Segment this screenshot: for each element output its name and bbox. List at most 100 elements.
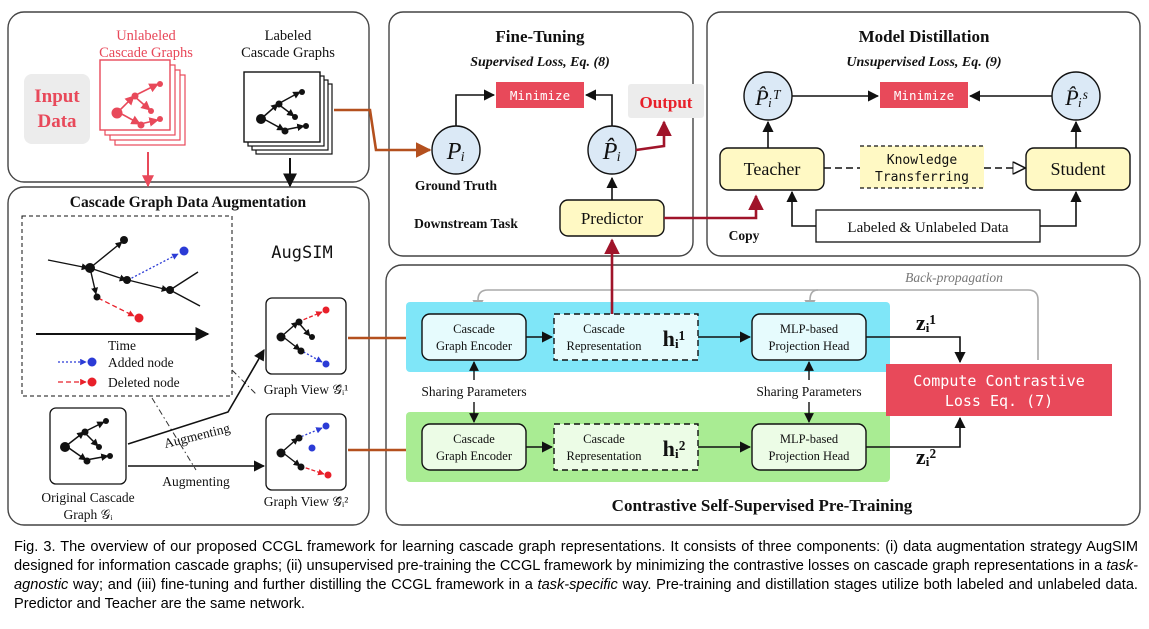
h2-symbol: hᵢ² (663, 436, 686, 461)
supervised-loss-label: Supervised Loss, Eq. (8) (470, 55, 610, 70)
unlabeled-graph-stack (99, 59, 186, 146)
teacher-output-symbol: P̂ᵢᵀ (754, 85, 781, 110)
labeled-unlabeled-data-label: Labeled & Unlabeled Data (847, 220, 1009, 236)
proj-2-to-loss-arrow (866, 416, 966, 448)
representation-2-box (553, 423, 699, 471)
predictor-to-teacher-arrow (664, 194, 764, 220)
caption-part-3: way. Pre-training and distillation stage… (14, 577, 1138, 612)
augmentation-title: Cascade Graph Data Augmentation (70, 194, 307, 211)
unlabeled-label-2: Cascade Graphs (99, 45, 193, 61)
pretraining-title: Contrastive Self-Supervised Pre-Training (612, 496, 913, 515)
augsim-label: AugSIM (271, 243, 332, 263)
guide-line-2 (151, 397, 197, 471)
distillation-panel (706, 11, 1141, 257)
pretraining-panel (385, 264, 1141, 526)
added-node-label: Added node (108, 355, 174, 370)
fine-tuning-panel (388, 11, 694, 257)
graph-view-1-label: Graph View 𝒢̂ᵢ¹ (264, 382, 349, 397)
z2-symbol: zᵢ² (916, 444, 937, 469)
caption-italic-2: task-specific (537, 577, 618, 593)
projection-1-box (751, 313, 867, 361)
prediction-to-minimize-arrow (584, 89, 613, 126)
original-graph-label-1: Original Cascade (41, 490, 134, 505)
labeled-label-1: Labeled (265, 28, 312, 44)
augmenting-label-1: Augmenting (162, 420, 231, 451)
downstream-task-label: Downstream Task (414, 216, 518, 231)
augmentation-panel (7, 186, 370, 526)
predictor-label: Predictor (581, 209, 644, 228)
labels-to-ground-truth-arrow (334, 108, 432, 158)
contrastive-loss-box (886, 364, 1112, 416)
projection-2-label-2: Projection Head (769, 449, 851, 463)
augsim-legend-box (21, 215, 233, 397)
output-box (628, 84, 704, 118)
back-propagation-label: Back-propagation (905, 270, 1003, 285)
deleted-node-label: Deleted node (108, 375, 180, 390)
knowledge-label: Knowledge (887, 153, 958, 168)
caption-part-2: way; and (iii) fine-tuning and further d… (68, 577, 538, 593)
labeled-label-2: Cascade Graphs (241, 45, 335, 61)
distillation-minimize-label: Minimize (894, 88, 954, 103)
representation-2-label-2: Representation (567, 449, 643, 463)
figure-caption: Fig. 3. The overview of our proposed CCG… (14, 538, 1138, 614)
sharing-parameters-label-1: Sharing Parameters (421, 384, 526, 399)
graph-view-2 (265, 413, 347, 491)
augmenting-label-2: Augmenting (162, 474, 230, 489)
projection-2-box (751, 423, 867, 471)
sharing-parameters-label-2: Sharing Parameters (756, 384, 861, 399)
input-data-label-2: Data (37, 111, 77, 132)
back-propagation-branch (804, 289, 819, 312)
student-output-symbol: P̂ᵢˢ (1064, 85, 1088, 110)
representation-2-label-1: Cascade (583, 432, 625, 446)
augmenting-arrow-1 (127, 349, 265, 445)
fine-tuning-minimize-label: Minimize (510, 88, 570, 103)
original-graph-label-2: Graph 𝒢ᵢ (64, 507, 114, 522)
transferring-label: Transferring (875, 170, 969, 185)
encoder-1-label-2: Graph Encoder (436, 339, 513, 353)
contrastive-loss-label-1: Compute Contrastive (913, 372, 1085, 390)
prediction-symbol: P̂ᵢ (602, 138, 621, 165)
output-label: Output (640, 93, 693, 112)
representation-1-label-1: Cascade (583, 322, 625, 336)
deleted-node-legend-dot (87, 377, 97, 387)
fine-tuning-title: Fine-Tuning (495, 27, 585, 46)
labeled-graph-stack (243, 71, 333, 155)
caption-part-1: Fig. 3. The overview of our proposed CCG… (14, 539, 1138, 574)
encoder-2-label-2: Graph Encoder (436, 449, 513, 463)
encoder-1-label-1: Cascade (453, 322, 495, 336)
projection-1-label-2: Projection Head (769, 339, 851, 353)
distillation-title: Model Distillation (859, 27, 990, 46)
caption-italic-1: task-agnostic (14, 558, 1138, 593)
ccgl-framework-diagram: Unlabeled Cascade Graphs Labeled Cascade… (7, 11, 1141, 526)
graph-view-2-label: Graph View 𝒢̂ᵢ² (264, 494, 349, 509)
student-label: Student (1050, 159, 1105, 179)
proj-1-to-loss-arrow (866, 336, 966, 364)
encoder-2-label-1: Cascade (453, 432, 495, 446)
original-graph (49, 407, 127, 485)
encoder-1-box (421, 313, 527, 361)
representation-1-box (553, 313, 699, 361)
copy-label: Copy (729, 228, 760, 243)
data-to-student-arrow (1040, 190, 1082, 227)
fine-tuning-minimize-box (496, 82, 584, 108)
representation-1-label-2: Representation (567, 339, 643, 353)
unsupervised-loss-label: Unsupervised Loss, Eq. (9) (846, 55, 1001, 70)
guide-line-1 (231, 369, 257, 395)
ground-truth-symbol: Pᵢ (446, 139, 465, 165)
graph-view-1 (265, 297, 347, 375)
projection-1-label-1: MLP-based (780, 322, 839, 336)
teacher-box (719, 147, 825, 191)
added-node-legend-dot (87, 357, 97, 367)
h1-symbol: hᵢ¹ (663, 326, 686, 351)
data-to-teacher-arrow (786, 190, 816, 227)
projection-2-label-1: MLP-based (780, 432, 839, 446)
encoder-2-box (421, 423, 527, 471)
ground-truth-to-minimize-arrow (455, 89, 496, 126)
distillation-minimize-box (880, 82, 968, 108)
prediction-to-output-arrow (635, 120, 672, 152)
input-data-label-1: Input (34, 86, 80, 107)
z1-symbol: zᵢ¹ (916, 310, 936, 335)
time-axis-label: Time (108, 338, 136, 353)
input-panel (7, 11, 370, 183)
augsim-example-graph (36, 236, 210, 341)
